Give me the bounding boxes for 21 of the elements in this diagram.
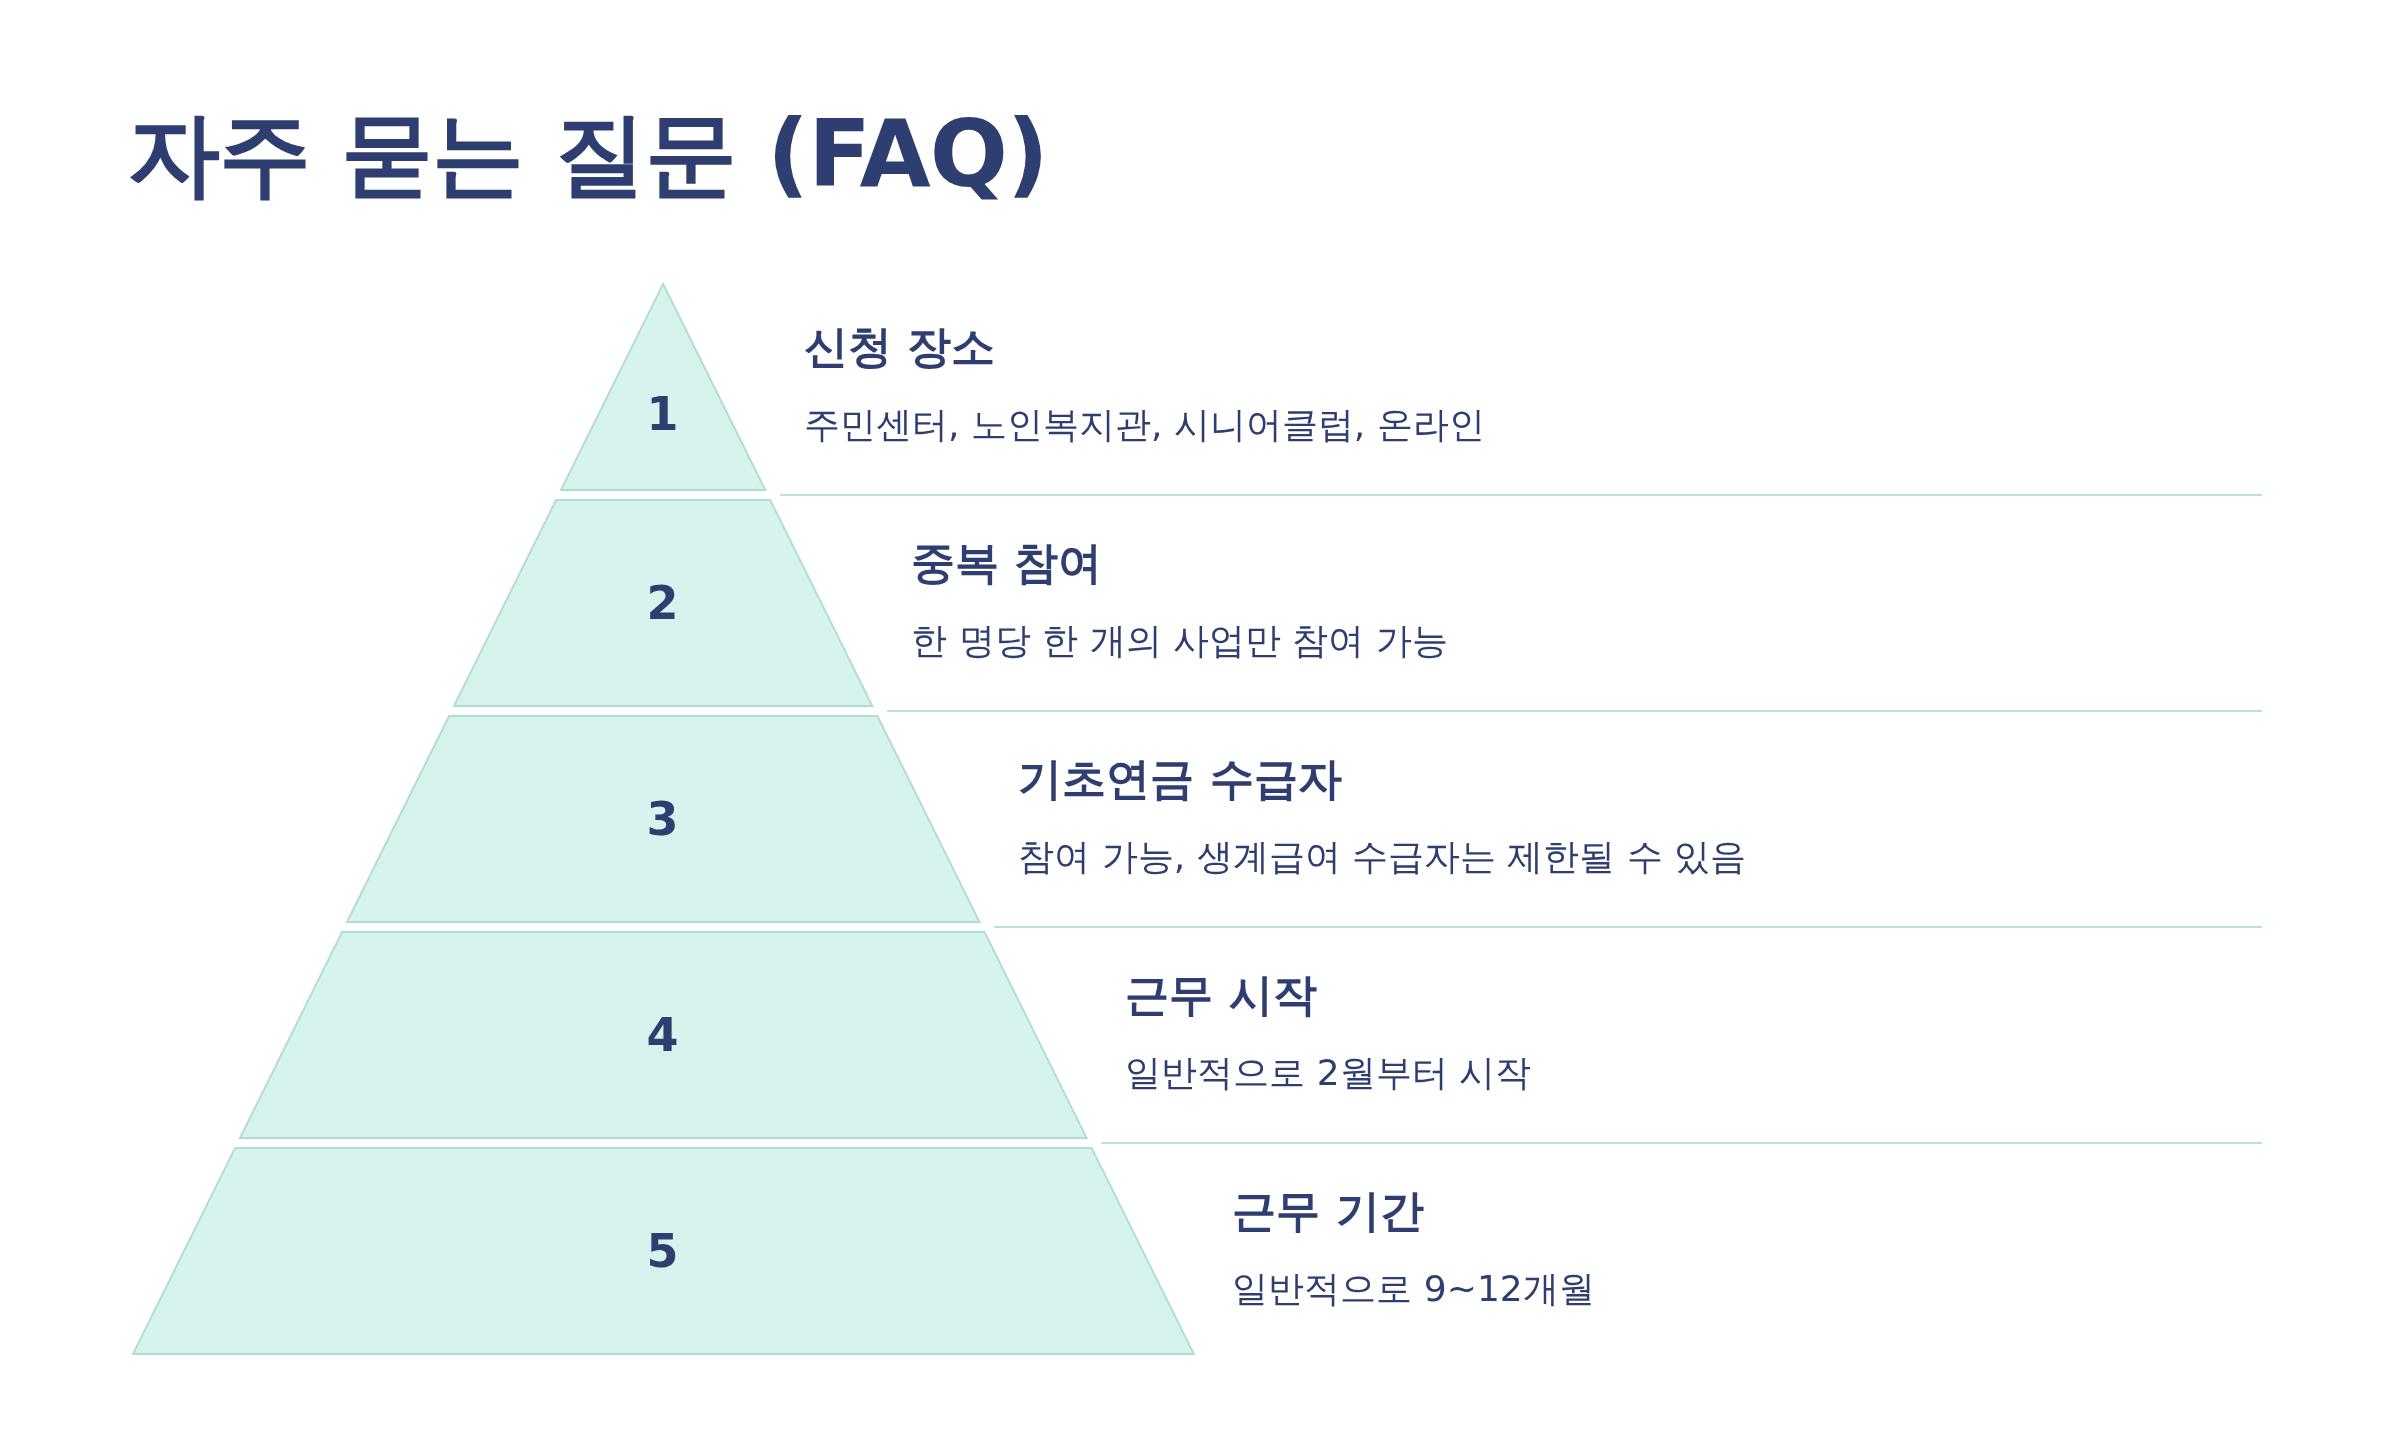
layer-heading: 근무 기간 <box>1232 1185 1424 1237</box>
layer-number: 5 <box>646 1225 680 1277</box>
pyramid-layer <box>452 499 874 707</box>
title: 자주 묻는 질문 (FAQ) <box>128 100 1048 210</box>
layer-heading: 신청 장소 <box>804 321 996 373</box>
pyramid-layer <box>345 715 981 923</box>
pyramid-layer <box>131 1147 1195 1355</box>
pyramid-layer <box>238 931 1088 1139</box>
layer-number: 1 <box>646 388 680 441</box>
layer-number: 3 <box>646 793 680 845</box>
layer-heading: 기초연금 수급자 <box>1018 753 1342 805</box>
layer-description: 한 명당 한 개의 사업만 참여 가능 <box>911 619 1448 663</box>
layer-description: 일반적으로 9~12개월 <box>1232 1267 1595 1311</box>
layer-number: 2 <box>646 577 680 629</box>
pyramid-layer <box>559 283 767 491</box>
layer-description: 일반적으로 2월부터 시작 <box>1125 1051 1532 1095</box>
layer-description: 참여 가능, 생계급여 수급자는 제한될 수 있음 <box>1018 835 1747 879</box>
layer-heading: 근무 시작 <box>1125 969 1317 1021</box>
layer-heading: 중복 참여 <box>911 537 1103 589</box>
layer-description: 주민센터, 노인복지관, 시니어클럽, 온라인 <box>804 403 1485 447</box>
layer-number: 4 <box>646 1009 680 1061</box>
